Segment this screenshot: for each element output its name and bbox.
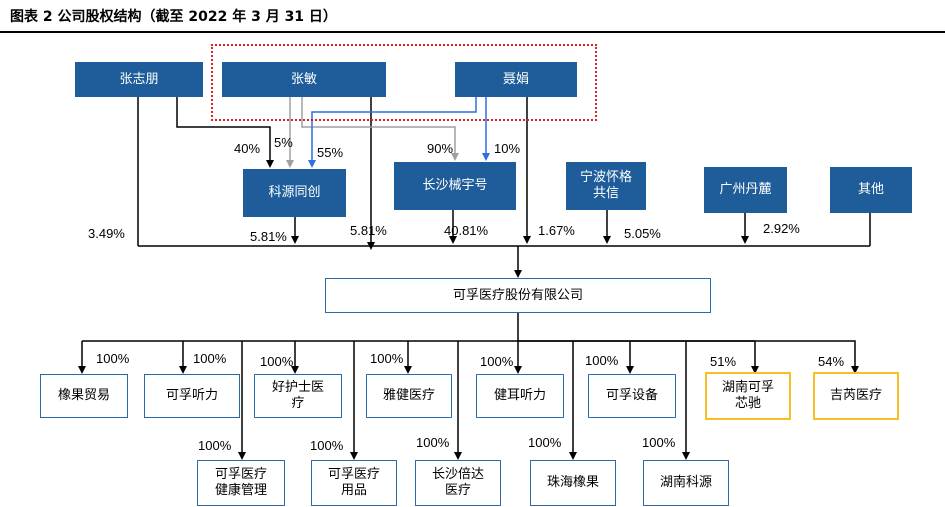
subsidiary-kefu-shebei: 可孚设备 [588, 374, 676, 418]
pct-sub-shebei: 100% [585, 353, 619, 368]
subsidiary-kefu-tingli: 可孚听力 [144, 374, 240, 418]
pct-sub-keyuan: 100% [642, 435, 676, 450]
pct-zhangmin-direct: 5.81% [350, 223, 387, 238]
subsidiary-jiyun: 吉芮医疗 [813, 372, 899, 420]
shareholder-nie-juan: 聂娟 [455, 62, 577, 97]
pct-niejuan-to-changsha: 10% [494, 141, 521, 156]
pct-sub-yongpin: 100% [310, 438, 344, 453]
pct-zhipeng-direct: 3.49% [88, 226, 125, 241]
pct-sub-beida: 100% [416, 435, 450, 450]
actual-controller-boundary [211, 44, 597, 121]
title-divider [0, 31, 945, 33]
shareholder-guangzhou-danlu: 广州丹麓 [704, 167, 787, 213]
pct-niejuan-to-keyuan: 55% [317, 145, 344, 160]
pct-sub-yajian: 100% [370, 351, 404, 366]
figure-title: 图表 2 公司股权结构（截至 2022 年 3 月 31 日） [10, 9, 337, 25]
subsidiary-zhuhai-xiangguo: 珠海橡果 [530, 460, 616, 506]
shareholder-ningbo-huaige: 宁波怀格 共信 [566, 162, 646, 210]
pct-zhangmin-to-keyuan: 5% [274, 135, 293, 150]
shareholder-changsha-xiyuhao: 长沙械宇号 [394, 162, 516, 210]
subsidiary-haohushi: 好护士医 疗 [254, 374, 342, 418]
subsidiary-hunan-kefu-xinchi: 湖南可孚 芯驰 [705, 372, 791, 420]
subsidiary-changsha-beida: 长沙倍达 医疗 [415, 460, 501, 506]
subsidiary-kefu-yongpin: 可孚医疗 用品 [311, 460, 397, 506]
pct-sub-xinchi: 51% [710, 354, 737, 369]
pct-sub-haohushi: 100% [260, 354, 294, 369]
subsidiary-hunan-keyuan: 湖南科源 [643, 460, 729, 506]
pct-zhipeng-to-keyuan: 40% [234, 141, 261, 156]
subsidiary-kefu-health: 可孚医疗 健康管理 [197, 460, 285, 506]
pct-guangzhou-direct: 2.92% [763, 221, 800, 236]
pct-sub-kefu-tingli: 100% [193, 351, 227, 366]
pct-niejuan-direct: 1.67% [538, 223, 575, 238]
shareholder-zhang-min: 张敏 [222, 62, 386, 97]
subsidiary-yajian: 雅健医疗 [366, 374, 452, 418]
pct-sub-jianer: 100% [480, 354, 514, 369]
subsidiary-jianer-tingli: 健耳听力 [476, 374, 564, 418]
pct-sub-health: 100% [198, 438, 232, 453]
pct-sub-xiangguo: 100% [96, 351, 130, 366]
subsidiary-xiangguo-maoyi: 橡果贸易 [40, 374, 128, 418]
pct-sub-zhuhai: 100% [528, 435, 562, 450]
pct-keyuan-direct: 5.81% [250, 229, 287, 244]
pct-ningbo-direct: 5.05% [624, 226, 661, 241]
shareholder-keyuan-tongchuang: 科源同创 [243, 169, 346, 217]
pct-zhangmin-to-changsha: 90% [427, 141, 454, 156]
shareholder-zhang-zhipeng: 张志朋 [75, 62, 203, 97]
pct-changsha-direct: 40.81% [444, 223, 489, 238]
company-kefu-medical: 可孚医疗股份有限公司 [325, 278, 711, 313]
pct-sub-jiyun: 54% [818, 354, 845, 369]
shareholder-others: 其他 [830, 167, 912, 213]
